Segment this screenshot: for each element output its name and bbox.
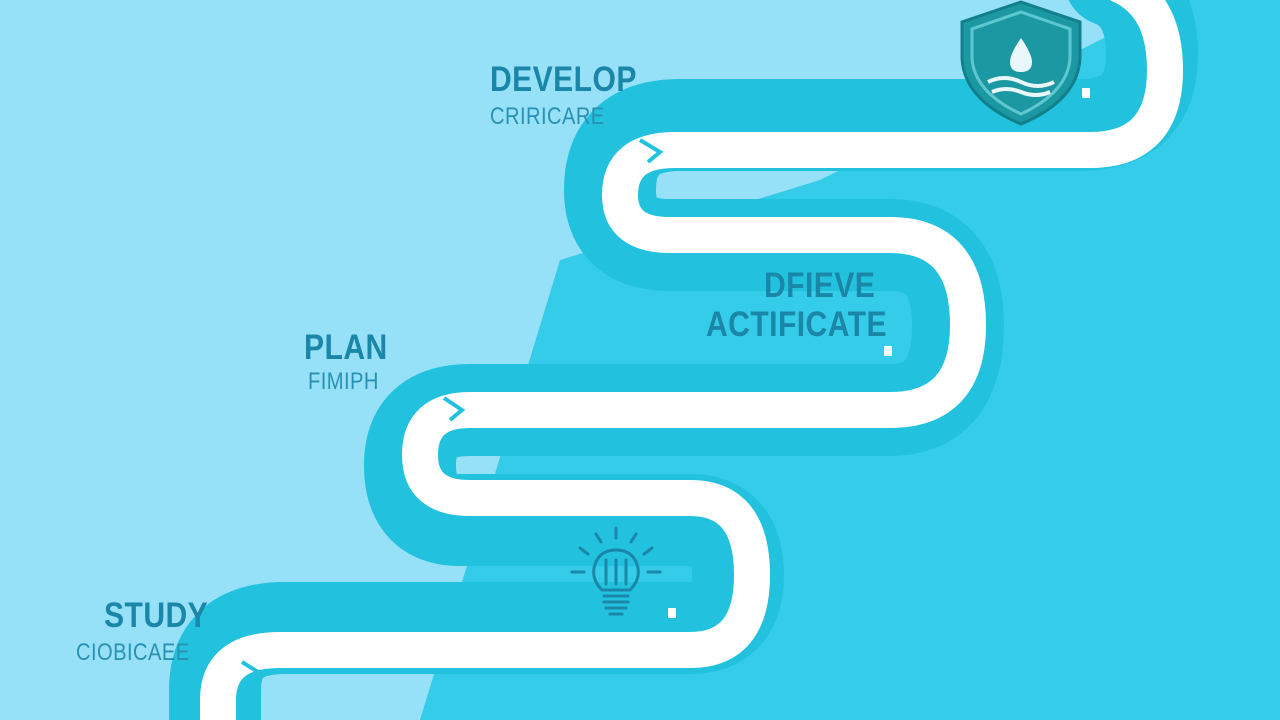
turn-marker-2 — [442, 396, 466, 422]
step-title: STUDY — [104, 596, 209, 635]
step-title: DFIEVE — [764, 266, 876, 305]
step-subtitle: FIMIPH — [308, 368, 379, 395]
step-subtitle: ACTIFICATE — [706, 305, 887, 344]
turn-marker-1 — [638, 138, 664, 164]
lightbulb-icon — [570, 526, 662, 616]
step-title: PLAN — [304, 328, 388, 367]
shield-water-drop-icon — [960, 0, 1082, 126]
lock-marker-1 — [668, 88, 1090, 618]
turn-marker-3 — [240, 660, 262, 684]
step-plan: PLAN FIMIPH — [304, 330, 401, 394]
step-study: STUDY CIOBICAEE — [76, 596, 225, 665]
step-title: DEVELOP — [490, 60, 637, 99]
road-inner — [200, 0, 1183, 720]
step-develop: DEVELOP CRIRICARE — [490, 62, 661, 129]
step-achieve: DFIEVE ACTIFICATE — [706, 268, 916, 342]
step-subtitle: CRIRICARE — [490, 103, 605, 130]
step-subtitle: CIOBICAEE — [76, 639, 190, 666]
